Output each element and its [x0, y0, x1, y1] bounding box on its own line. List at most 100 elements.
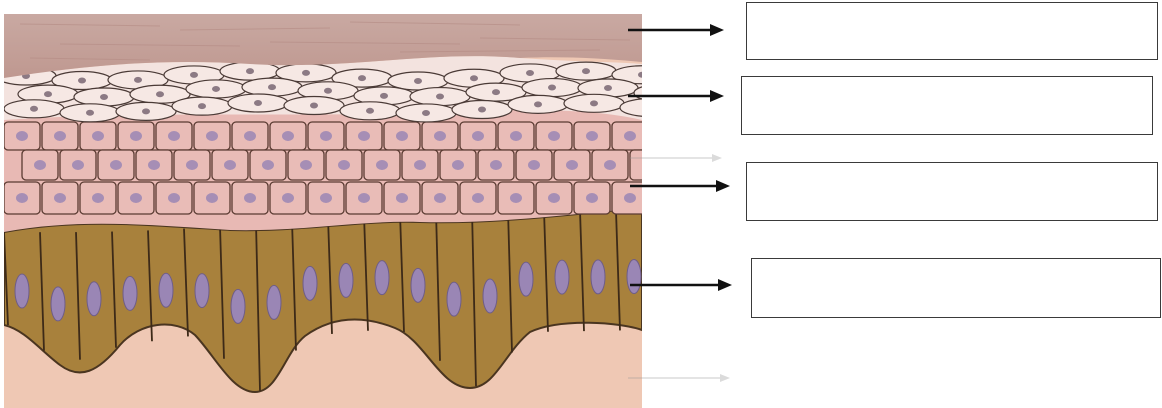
granulosum-nucleus: [478, 107, 486, 113]
spinosum-nucleus: [358, 131, 370, 141]
spinosum-nucleus: [168, 131, 180, 141]
spinosum-nucleus: [224, 160, 236, 170]
basal-nucleus: [483, 279, 497, 313]
spinosum-nucleus: [452, 160, 464, 170]
spinosum-nucleus: [586, 193, 598, 203]
granulosum-nucleus: [436, 94, 444, 100]
label-box-2[interactable]: [741, 76, 1153, 135]
granulosum-cell: [620, 99, 680, 117]
arrow-faint-1: [630, 154, 722, 162]
granulosum-nucleus: [582, 68, 590, 74]
spinosum-nucleus: [282, 131, 294, 141]
spinosum-nucleus: [206, 193, 218, 203]
spinosum-nucleus: [244, 131, 256, 141]
spinosum-nucleus: [548, 193, 560, 203]
spinosum-nucleus: [54, 131, 66, 141]
granulosum-nucleus: [134, 77, 142, 83]
granulosum-nucleus: [302, 70, 310, 76]
basal-nucleus: [267, 285, 281, 319]
basal-nucleus: [159, 273, 173, 307]
granulosum-cell: [634, 84, 694, 102]
spinosum-nucleus: [320, 193, 332, 203]
basal-nucleus: [411, 268, 425, 302]
spinosum-nucleus: [510, 193, 522, 203]
spinosum-nucleus: [186, 160, 198, 170]
basal-nucleus: [627, 260, 641, 294]
granulosum-nucleus: [254, 100, 262, 106]
spinosum-nucleus: [16, 131, 28, 141]
basal-nucleus: [555, 260, 569, 294]
label-box-3[interactable]: [746, 162, 1158, 221]
spinosum-cell: [630, 150, 666, 180]
arrow-4: [630, 279, 732, 291]
basal-nucleus: [51, 287, 65, 321]
granulosum-nucleus: [268, 84, 276, 90]
spinosum-nucleus: [624, 131, 636, 141]
arrow-2: [628, 90, 724, 102]
basal-nucleus: [231, 289, 245, 323]
basal-nucleus: [195, 274, 209, 308]
granulosum-nucleus: [646, 105, 654, 111]
arrows: [628, 24, 732, 382]
granulosum-nucleus: [30, 106, 38, 112]
spinosum-nucleus: [510, 131, 522, 141]
granulosum-nucleus: [156, 91, 164, 97]
spinosum-nucleus: [604, 160, 616, 170]
label-box-1[interactable]: [746, 2, 1158, 60]
granulosum-nucleus: [526, 70, 534, 76]
arrow-faint-2: [628, 374, 730, 382]
granulosum-nucleus: [534, 101, 542, 107]
granulosum-nucleus: [86, 110, 94, 116]
granulosum-nucleus: [414, 78, 422, 84]
spinosum-cells: [4, 122, 666, 214]
granulosum-nucleus: [324, 88, 332, 94]
basal-nucleus: [375, 261, 389, 295]
spinosum-nucleus: [168, 193, 180, 203]
spinosum-nucleus: [320, 131, 332, 141]
spinosum-nucleus: [282, 193, 294, 203]
granulosum-nucleus: [310, 103, 318, 109]
granulosum-nucleus: [190, 72, 198, 78]
spinosum-nucleus: [414, 160, 426, 170]
spinosum-nucleus: [642, 160, 654, 170]
spinosum-nucleus: [206, 131, 218, 141]
granulosum-nucleus: [548, 85, 556, 91]
granulosum-nucleus: [380, 93, 388, 99]
spinosum-nucleus: [434, 131, 446, 141]
spinosum-nucleus: [92, 193, 104, 203]
spinosum-nucleus: [92, 131, 104, 141]
granulosum-nucleus: [422, 110, 430, 116]
spinosum-nucleus: [396, 131, 408, 141]
granulosum-nucleus: [100, 94, 108, 100]
spinosum-nucleus: [376, 160, 388, 170]
spinosum-nucleus: [300, 160, 312, 170]
basal-nucleus: [339, 263, 353, 297]
granulosum-nucleus: [604, 85, 612, 91]
spinosum-nucleus: [566, 160, 578, 170]
spinosum-nucleus: [434, 193, 446, 203]
spinosum-nucleus: [396, 193, 408, 203]
label-box-4[interactable]: [751, 258, 1161, 318]
basal-nucleus: [447, 282, 461, 316]
granulosum-nucleus: [470, 75, 478, 81]
arrow-3: [630, 180, 730, 192]
granulosum-nucleus: [358, 75, 366, 81]
spinosum-nucleus: [338, 160, 350, 170]
spinosum-nucleus: [244, 193, 256, 203]
spinosum-nucleus: [472, 193, 484, 203]
basal-nucleus: [123, 276, 137, 310]
basal-nucleus: [303, 266, 317, 300]
spinosum-nucleus: [34, 160, 46, 170]
arrow-1: [628, 24, 724, 36]
spinosum-nucleus: [72, 160, 84, 170]
granulosum-nucleus: [142, 108, 150, 114]
basal-nucleus: [591, 260, 605, 294]
granulosum-nucleus: [246, 68, 254, 74]
spinosum-nucleus: [624, 193, 636, 203]
basal-nucleus: [15, 274, 29, 308]
granulosum-nucleus: [44, 91, 52, 97]
spinosum-nucleus: [548, 131, 560, 141]
granulosum-nucleus: [638, 72, 646, 78]
spinosum-nucleus: [528, 160, 540, 170]
spinosum-nucleus: [110, 160, 122, 170]
